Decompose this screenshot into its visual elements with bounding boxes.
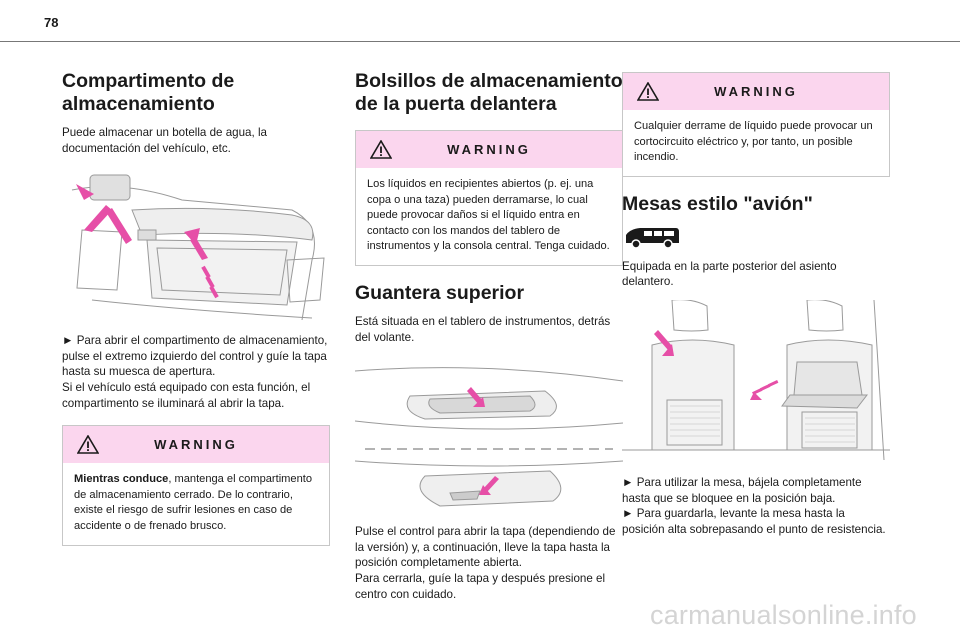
van-icon bbox=[626, 227, 679, 249]
column-tables: WARNING Cualquier derrame de líquido pue… bbox=[622, 70, 890, 537]
warning-title: WARNING bbox=[447, 142, 531, 157]
column-door-pockets: Bolsillos de almacenamiento de la puerta… bbox=[355, 70, 623, 602]
page-number: 78 bbox=[44, 15, 59, 30]
upper-glovebox-instruction-1: Pulse el control para abrir la tapa (dep… bbox=[355, 525, 616, 570]
storage-intro: Puede almacenar un botella de agua, la d… bbox=[62, 126, 267, 155]
warning-box-liquids: WARNING Cualquier derrame de líquido pue… bbox=[622, 72, 890, 177]
warning-triangle-icon bbox=[637, 82, 659, 101]
section-title-upper-glovebox: Guantera superior bbox=[355, 281, 525, 304]
warning-title: WARNING bbox=[714, 84, 798, 99]
tables-intro: Equipada en la parte posterior del asien… bbox=[622, 259, 837, 289]
section-title-storage: Compartimento de almacenamiento bbox=[62, 70, 235, 115]
tables-instruction-1: ► Para utilizar la mesa, bájela completa… bbox=[622, 475, 862, 505]
warning-body: Los líquidos en recipientes abiertos (p.… bbox=[367, 178, 610, 253]
column-storage-compartment: Compartimento de almacenamiento Puede al… bbox=[62, 70, 330, 562]
warning-header: WARNING bbox=[63, 426, 329, 464]
airplane-table-illustration bbox=[622, 299, 890, 462]
section-title-door-pockets: Bolsillos de almacenamiento de la puerta… bbox=[355, 70, 623, 115]
section-title-tables: Mesas estilo "avión" bbox=[622, 192, 813, 215]
storage-instruction-1: ► Para abrir el compartimento de almacen… bbox=[62, 334, 328, 379]
watermark: carmanualsonline.info bbox=[650, 600, 917, 630]
upper-glovebox-instruction-2: Para cerrarla, guíe la tapa y después pr… bbox=[355, 571, 606, 601]
warning-body: Cualquier derrame de líquido puede provo… bbox=[634, 120, 873, 164]
warning-header: WARNING bbox=[356, 131, 622, 168]
warning-box-door-pockets: WARNING Los líquidos en recipientes abie… bbox=[355, 130, 623, 266]
warning-title: WARNING bbox=[154, 437, 238, 453]
warning-text: , mantenga el compartimento de almacenam… bbox=[74, 473, 313, 532]
warning-body: Mientras conduce, mantenga el compartime… bbox=[63, 463, 329, 544]
storage-compartment-illustration bbox=[62, 170, 330, 321]
warning-header: WARNING bbox=[623, 73, 889, 110]
warning-bold-lead: Mientras conduce bbox=[74, 473, 169, 486]
warning-triangle-icon bbox=[77, 435, 99, 454]
upper-glovebox-illustration bbox=[355, 361, 623, 511]
storage-instruction-2: Si el vehículo está equipado con esta fu… bbox=[62, 380, 311, 410]
warning-box-storage: WARNING Mientras conduce, mantenga el co… bbox=[62, 425, 330, 546]
top-rule bbox=[0, 41, 960, 42]
tables-instruction-2: ► Para guardarla, levante la mesa hasta … bbox=[622, 507, 886, 536]
upper-glovebox-intro: Está situada en el tablero de instrument… bbox=[355, 314, 611, 344]
warning-triangle-icon bbox=[370, 140, 392, 159]
